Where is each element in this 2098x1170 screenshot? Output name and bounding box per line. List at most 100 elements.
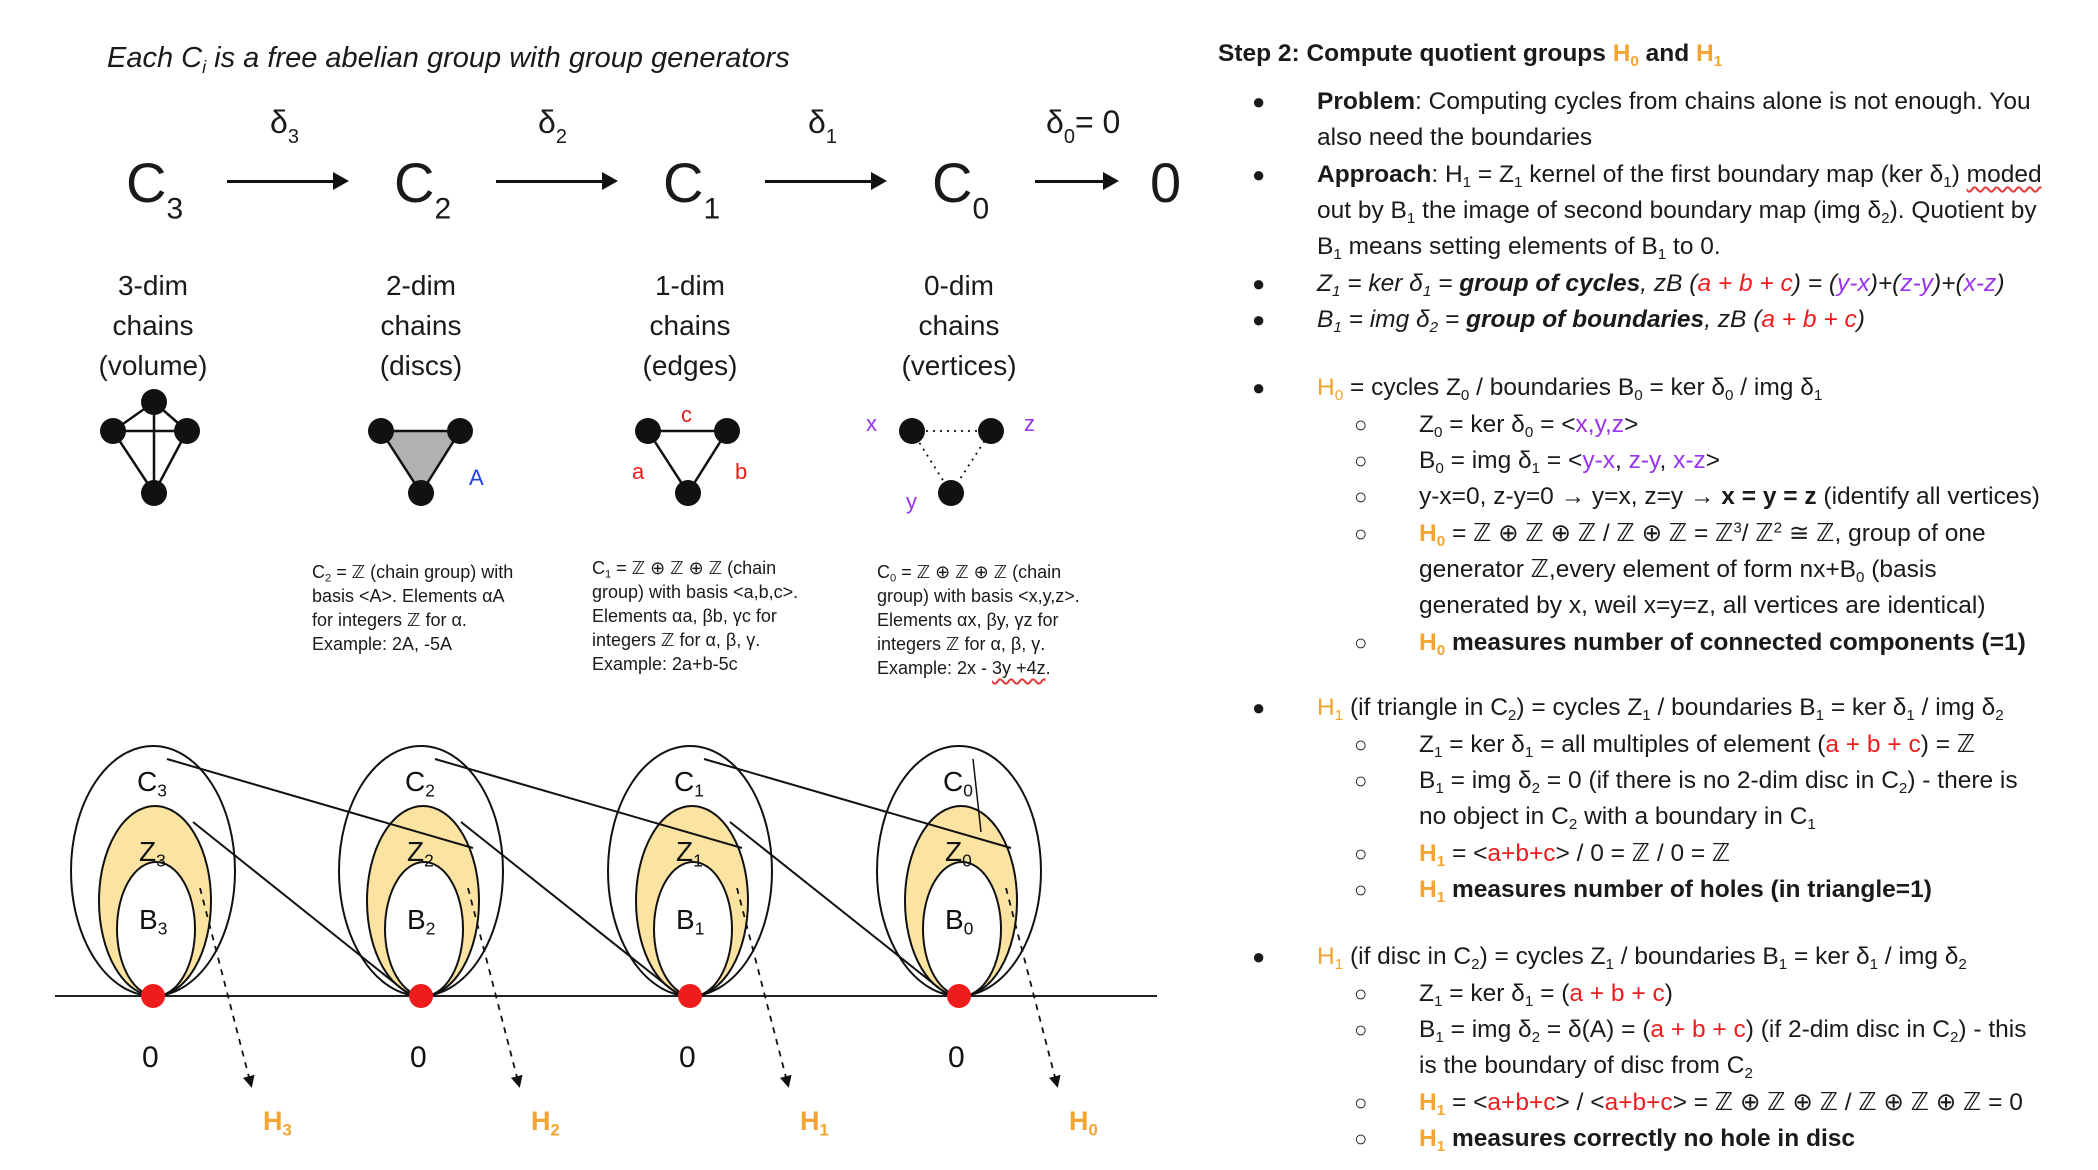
h1-disc-definition: H1 (if disc in C2) = cycles Z1 / boundar…	[1317, 943, 1967, 973]
edge-label-c: c	[681, 402, 692, 427]
bullet-circle: ○	[1354, 768, 1368, 793]
bullet-dot: ●	[1252, 307, 1266, 332]
approach-line-2: out by B1 the image of second boundary m…	[1317, 197, 2037, 227]
vertex-label-y: y	[906, 489, 917, 514]
simplex-shapes: A c a b x z y	[100, 389, 1035, 514]
approach-line-3: B1 means setting elements of B1 to 0.	[1317, 233, 1721, 263]
h1-disc-b1-2: is the boundary of disc from C2	[1419, 1052, 1753, 1082]
bullet-circle: ○	[1354, 841, 1368, 866]
desc-c0: C0 = ℤ ⊕ ℤ ⊕ ℤ (chain group) with basis …	[877, 562, 1080, 678]
h1-triangle-definition: H1 (if triangle in C2) = cycles Z1 / bou…	[1317, 694, 2004, 724]
vertex-label-z: z	[1024, 411, 1035, 436]
zero-dot	[141, 984, 165, 1008]
section-title: Step 2: Compute quotient groups H0 and H…	[1218, 40, 1723, 70]
cycles-definition: Z1 = ker δ1 = group of cycles, zB (a + b…	[1317, 270, 2005, 300]
boundary-group-label: B0	[945, 904, 974, 939]
h0-result-3: generated by x, weil x=y=z, all vertices…	[1419, 592, 1986, 619]
homology-arrow	[467, 887, 523, 1088]
h1-triangle-result: H1 = <a+b+c> / 0 = ℤ / 0 = ℤ	[1419, 840, 1731, 870]
chain-group-label: C0	[943, 766, 973, 801]
bullet-dot: ●	[1252, 89, 1266, 114]
map-line-top	[434, 758, 743, 849]
h0-meaning: H0 measures number of connected componen…	[1419, 629, 2026, 659]
bullet-circle: ○	[1354, 981, 1368, 1006]
tetra-vertex	[141, 389, 167, 415]
tetra-vertex	[141, 480, 167, 506]
caption-text-rest: is a free abelian group with group gener…	[206, 42, 790, 74]
chain-group-label: C3	[137, 766, 167, 801]
vertex-dot	[978, 418, 1004, 444]
bullet-circle: ○	[1354, 1090, 1368, 1115]
disc-vertex	[368, 418, 394, 444]
chain-zero: 0	[1150, 151, 1182, 214]
disc-vertex	[447, 418, 473, 444]
h1-triangle-b1-2: no object in C2 with a boundary in C1	[1419, 803, 1816, 833]
map-line-bottom	[460, 821, 681, 997]
homology-arrow	[736, 887, 792, 1088]
problem-line-2: also need the boundaries	[1317, 124, 1593, 151]
disc-label-a: A	[469, 465, 484, 490]
h0-definition: H0 = cycles Z0 / boundaries B0 = ker δ0 …	[1317, 374, 1823, 404]
chain-complex-panel: Each Ci is a free abelian group with gro…	[55, 42, 1182, 1140]
problem-line-1: Problem: Computing cycles from chains al…	[1317, 88, 2031, 115]
desc-c2: C2 = ℤ (chain group) with basis <A>. Ele…	[312, 562, 514, 654]
edge-label-a: a	[632, 459, 645, 484]
map-line-top	[703, 758, 1012, 849]
boundary-group-label: B1	[676, 904, 705, 939]
bullet-dot: ●	[1252, 375, 1266, 400]
h1-disc-z1: Z1 = ker δ1 = (a + b + c)	[1419, 980, 1673, 1010]
boundary-group-label: B2	[407, 904, 436, 939]
bullet-dot: ●	[1252, 271, 1266, 296]
bullet-dot: ●	[1252, 162, 1266, 187]
h1-triangle-b1-1: B1 = img δ2 = 0 (if there is no 2-dim di…	[1419, 767, 2018, 797]
chain-caption: Each Ci is a free abelian group with gro…	[107, 42, 790, 76]
homology-label: H2	[531, 1106, 560, 1140]
cycle-group-label: Z0	[945, 836, 972, 871]
h0-identify: y-x=0, z-y=0 → y=x, z=y → x = y = z (ide…	[1419, 483, 2040, 510]
bullet-dot: ●	[1252, 695, 1266, 720]
chain-c1: C1	[663, 151, 721, 226]
map-line-end	[972, 758, 982, 833]
homology-arrow	[199, 887, 255, 1088]
h0-b0: B0 = img δ1 = <y-x, z-y, x-z>	[1419, 447, 1721, 477]
quotient-steps-panel: Step 2: Compute quotient groups H0 and H…	[1218, 0, 2098, 1170]
boundaries-definition: B1 = img δ2 = group of boundaries, zB (a…	[1317, 306, 1865, 336]
disc-vertex	[408, 480, 434, 506]
arrow-c1-c0	[765, 172, 887, 190]
vertex-label-x: x	[866, 411, 877, 436]
boundary-group-label: B3	[139, 904, 168, 939]
vertex-dot	[938, 480, 964, 506]
h1-triangle-z1: Z1 = ker δ1 = all multiples of element (…	[1419, 731, 1976, 761]
bullet-circle: ○	[1354, 448, 1368, 473]
bullet-circle: ○	[1354, 1126, 1368, 1151]
zero-label: 0	[679, 1041, 696, 1074]
vertex-dot	[899, 418, 925, 444]
bullet-circle: ○	[1354, 521, 1368, 546]
bullet-circle: ○	[1354, 484, 1368, 509]
homology-label: H0	[1069, 1106, 1098, 1140]
chain-c3: C3	[126, 151, 184, 226]
arrow-c0-zero	[1035, 172, 1119, 190]
bullet-circle: ○	[1354, 1017, 1368, 1042]
homology-diagram	[55, 745, 1157, 1088]
chain-group-label: C1	[674, 766, 704, 801]
map-line-bottom	[729, 821, 950, 997]
disc-triangle	[378, 429, 463, 496]
chain-c2: C2	[394, 151, 452, 226]
cycle-group-label: Z3	[139, 836, 166, 871]
edge-vertex	[714, 418, 740, 444]
edge-vertex	[675, 480, 701, 506]
map-delta3: δ3	[270, 104, 299, 148]
map-delta0: δ0= 0	[1046, 104, 1121, 148]
cycle-group-label: Z1	[676, 836, 703, 871]
map-delta2: δ2	[538, 104, 567, 148]
bullet-circle: ○	[1354, 412, 1368, 437]
vertex-triangle	[910, 430, 993, 495]
zero-dot	[678, 984, 702, 1008]
chain-c0: C0	[932, 151, 990, 226]
homology-label: H1	[800, 1106, 829, 1140]
h0-result-2: generator ℤ,every element of form nx+B0 …	[1419, 556, 1937, 586]
